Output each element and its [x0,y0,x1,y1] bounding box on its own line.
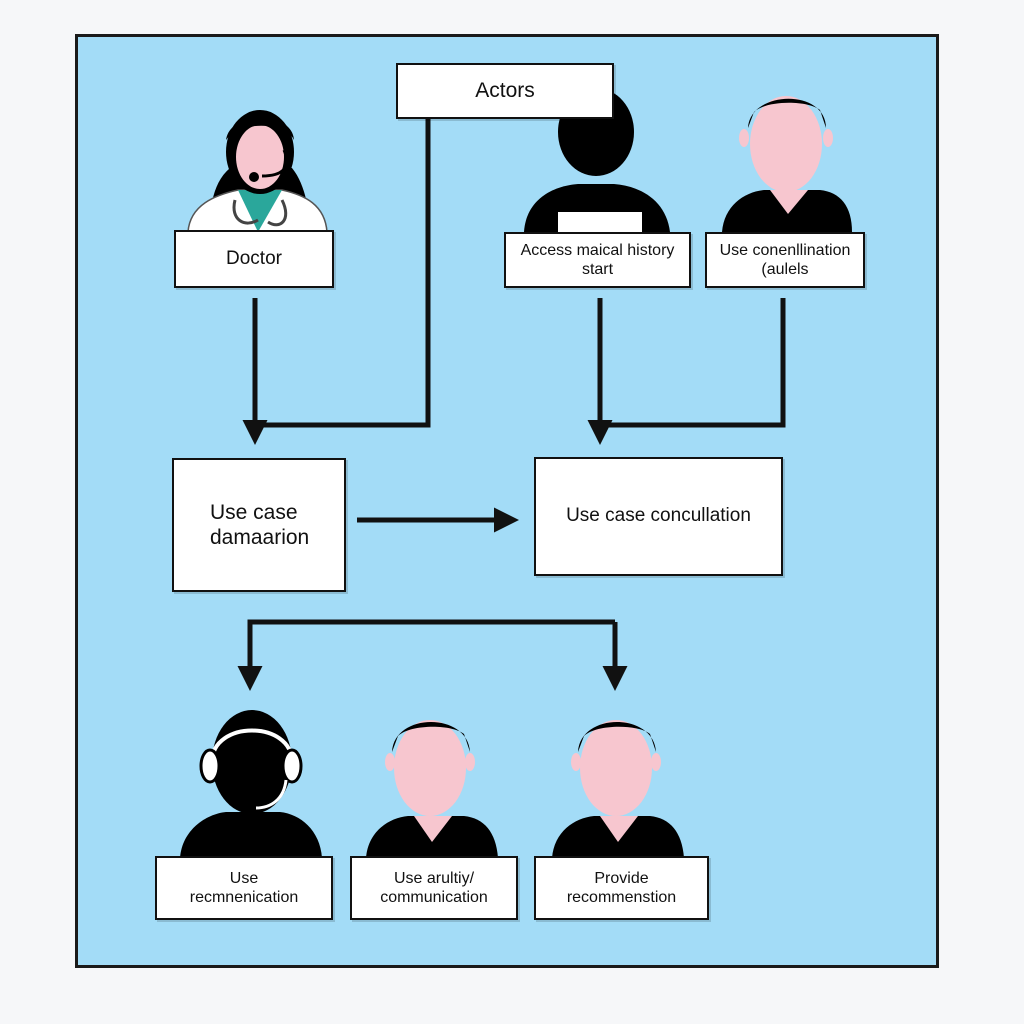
bottom-label-second-line2: communication [380,889,488,906]
use-case-left-line2: damaarion [210,526,310,549]
bottom-label-third-box: Provide recommenstion [534,856,709,920]
person-icon [524,88,670,232]
use-case-right-box: Use case concullation [534,457,783,576]
connector-to-bottom-left [237,619,615,691]
bottom-label-first-line1: Use [229,869,259,887]
bottom-label-first-line2: recmnenication [189,889,299,906]
doctor-icon [187,110,328,233]
access-history-box: Access maical history start [504,232,691,288]
connector-queue-to-consultation [600,298,786,428]
use-case-right-label: Use case concullation [566,505,751,527]
access-history-line1: Access maical history [520,241,675,259]
consultation-queue-box: Use conenllination (aulels [705,232,865,288]
person-icon [180,710,322,858]
person-icon [722,96,852,232]
bottom-label-second-box: Use arultiy/ communication [350,856,518,920]
use-case-left-box: Use case damaarion [172,458,346,592]
person-icon [366,720,498,858]
actors-title-box: Actors [396,63,614,119]
doctor-label: Doctor [226,247,282,269]
access-history-line2: start [581,261,614,278]
stethoscope-icon [232,199,259,225]
bottom-label-third-line2: recommenstion [566,889,677,906]
consultation-queue-line2: (aulels [761,261,809,278]
consultation-queue-line1: Use conenllination [719,241,851,259]
bottom-label-first-box: Use recmnenication [155,856,333,920]
person-icon [552,720,684,858]
use-case-left-line1: Use case [210,500,298,524]
connector-lines [237,118,786,691]
bottom-label-third-line1: Provide [594,869,649,887]
actors-title: Actors [475,79,535,103]
connector-actors-to-doctor-line [255,118,431,428]
bottom-label-second-line1: Use arultiy/ [393,869,475,887]
doctor-label-box: Doctor [174,230,334,288]
headset-icon [261,149,289,178]
